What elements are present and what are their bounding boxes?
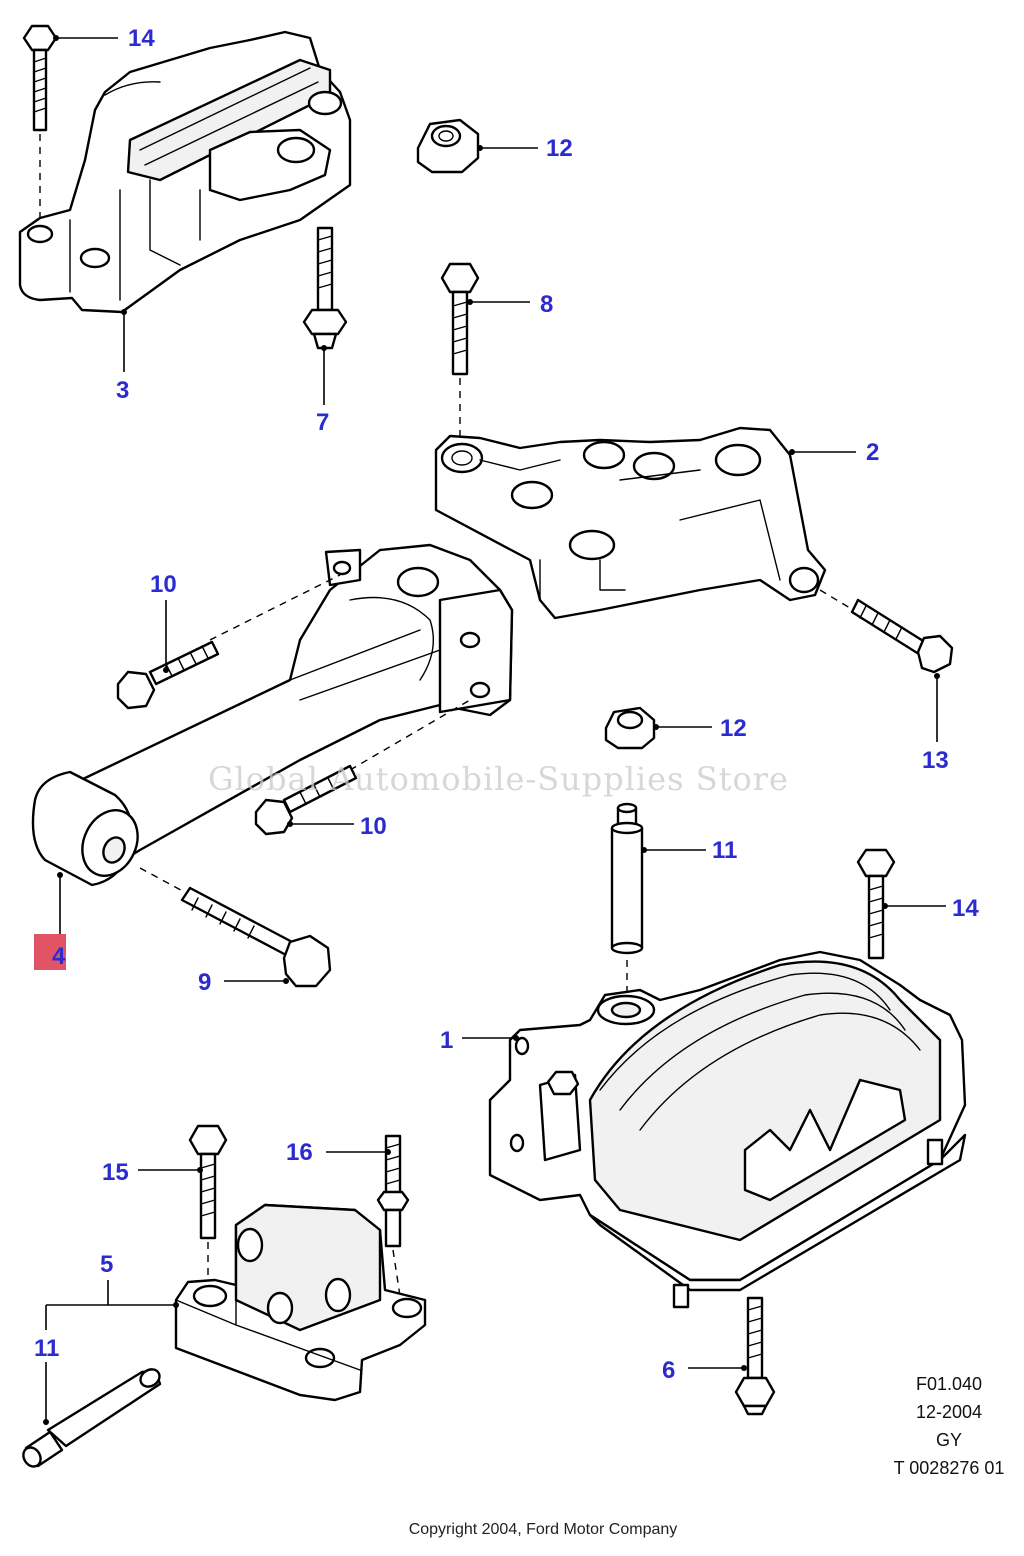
callout-16[interactable]: 16 [286, 1139, 313, 1166]
part-12-nut-upper [416, 118, 480, 174]
part-1-engine-mount [488, 950, 967, 1309]
part-6-bolt [734, 1296, 776, 1416]
callout-11-lower[interactable]: 11 [34, 1335, 59, 1362]
callout-3[interactable]: 3 [116, 377, 129, 404]
callout-14-upper[interactable]: 14 [128, 25, 155, 52]
part-13-bolt [850, 598, 954, 674]
callout-2[interactable]: 2 [866, 439, 879, 466]
callout-11-middle[interactable]: 11 [712, 837, 737, 864]
part-14-bolt-upper [22, 24, 58, 132]
part-10-bolt-lower [254, 764, 358, 836]
part-10-bolt-upper [116, 640, 220, 710]
part-8-bolt [440, 262, 480, 376]
callout-4[interactable]: 4 [52, 943, 66, 970]
callout-9[interactable]: 9 [198, 969, 211, 996]
reference-initials: GY [936, 1430, 962, 1450]
part-2-bracket [434, 426, 827, 620]
store-watermark: Global Automobile-Supplies Store [208, 760, 789, 798]
callout-5[interactable]: 5 [100, 1251, 113, 1278]
axis-line-13 [819, 589, 851, 609]
callout-6[interactable]: 6 [662, 1357, 675, 1384]
callout-labels: 14 12 3 7 8 2 10 13 12 10 11 14 4 9 1 15… [34, 25, 979, 1384]
axis-line-10-upper [209, 574, 341, 641]
part-14-bolt-middle [856, 848, 896, 960]
part-9-bolt [180, 886, 332, 988]
part-5-lower-bracket [174, 1203, 427, 1402]
callout-12-middle[interactable]: 12 [720, 715, 747, 742]
copyright-notice: Copyright 2004, Ford Motor Company [409, 1521, 678, 1538]
callout-1[interactable]: 1 [440, 1027, 453, 1054]
callout-14-middle[interactable]: 14 [952, 895, 979, 922]
leader-lines [43, 35, 946, 1425]
reference-number: T 0028276 01 [894, 1458, 1005, 1478]
part-15-bolt [188, 1124, 228, 1240]
part-11-pin-middle [610, 802, 644, 955]
part-3-mount-bracket [18, 30, 352, 314]
axis-line-16 [392, 1249, 401, 1297]
part-12-nut-middle [604, 706, 656, 750]
part-7-stud-bolt [302, 226, 348, 350]
reference-block: F01.040 12-2004 GY T 0028276 01 [894, 1374, 1005, 1478]
axis-line-9 [139, 867, 191, 896]
part-4-torque-rod [31, 543, 514, 887]
callout-15[interactable]: 15 [102, 1159, 129, 1186]
callout-8[interactable]: 8 [540, 291, 553, 318]
callout-13[interactable]: 13 [922, 747, 949, 774]
axis-line-10-lower [349, 699, 471, 771]
part-11-pin-lower [22, 1368, 162, 1468]
callout-10-lower[interactable]: 10 [360, 813, 387, 840]
callout-7[interactable]: 7 [316, 409, 329, 436]
callout-4-highlight [34, 934, 66, 970]
reference-date: 12-2004 [916, 1402, 982, 1422]
callout-12-upper[interactable]: 12 [546, 135, 573, 162]
reference-code: F01.040 [916, 1374, 982, 1394]
callout-10-upper[interactable]: 10 [150, 571, 177, 598]
